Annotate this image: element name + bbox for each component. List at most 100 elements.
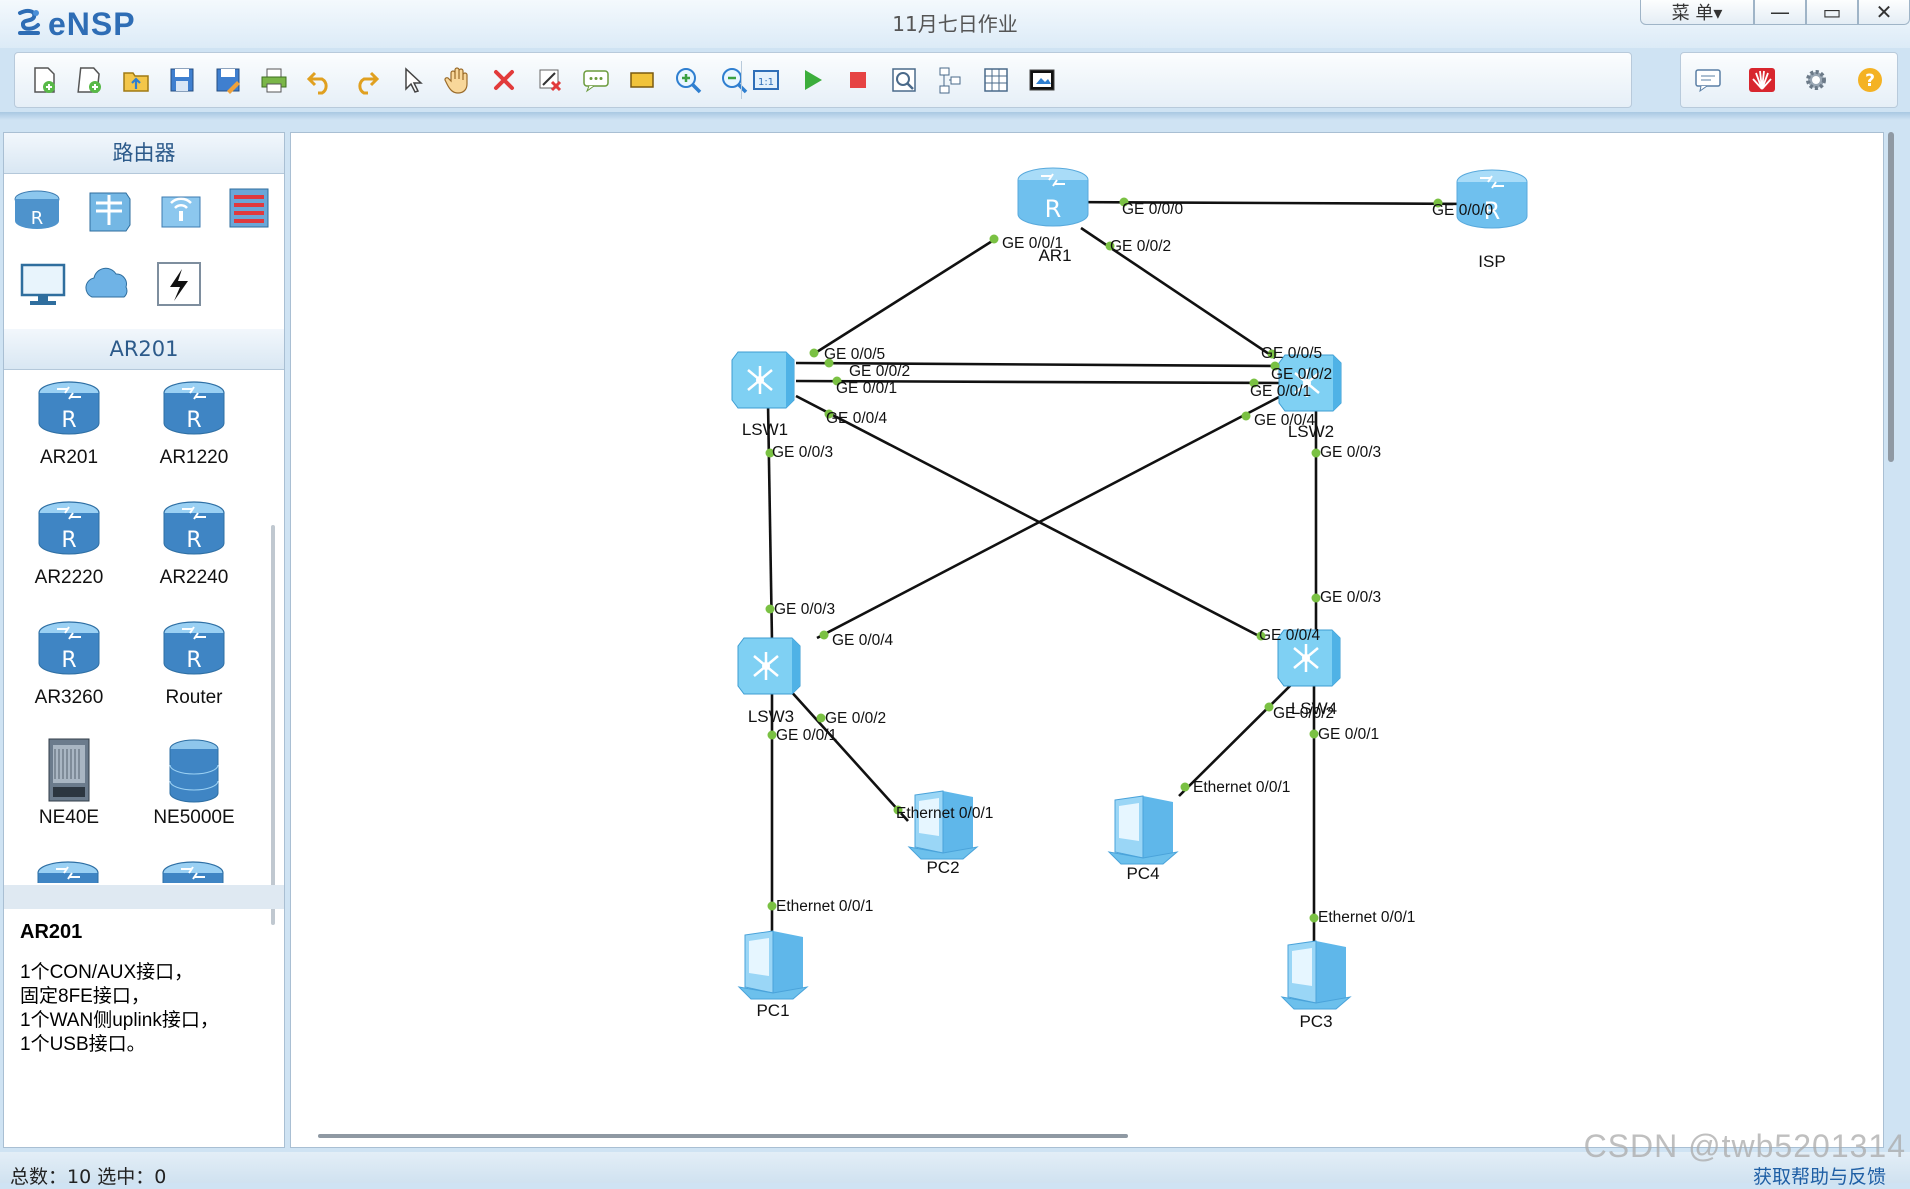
port-indicator: [1249, 378, 1259, 388]
undo-icon[interactable]: [305, 65, 335, 95]
topology-icon[interactable]: [935, 65, 965, 95]
svg-text:R: R: [186, 648, 201, 673]
device-label: AR1220: [159, 447, 229, 468]
node-label-lsw4: LSW4: [1291, 699, 1337, 718]
router-icon: R: [14, 497, 124, 565]
print-icon[interactable]: [259, 65, 289, 95]
panel-scrollbar[interactable]: [271, 525, 275, 925]
save-icon[interactable]: [167, 65, 197, 95]
toolbar-separator: [741, 61, 742, 99]
firewall-category-icon[interactable]: [222, 181, 276, 235]
zoom-out-icon[interactable]: [719, 65, 749, 95]
redo-icon[interactable]: [351, 65, 381, 95]
svg-text:R: R: [1045, 195, 1062, 223]
close-button[interactable]: ✕: [1858, 0, 1910, 25]
new-sample-icon[interactable]: [75, 65, 105, 95]
switch-icon[interactable]: [737, 637, 801, 695]
new-topology-icon[interactable]: [29, 65, 59, 95]
port-indicator: [1105, 241, 1115, 251]
fit-window-icon[interactable]: 1:1: [751, 65, 781, 95]
pc-icon[interactable]: [737, 930, 809, 1000]
router-icon[interactable]: R: [1017, 167, 1089, 227]
cloud-category-icon[interactable]: [80, 257, 134, 311]
link-ar1-lsw1[interactable]: [811, 236, 998, 357]
huawei-icon[interactable]: [1747, 65, 1777, 95]
zoom-in-icon[interactable]: [673, 65, 703, 95]
router-icon[interactable]: R: [157, 857, 229, 883]
port-label: GE 0/0/1: [1318, 726, 1379, 743]
save-as-icon[interactable]: [213, 65, 243, 95]
screenshot-icon[interactable]: [1027, 65, 1057, 95]
port-indicator: [1256, 631, 1266, 641]
switch-icon[interactable]: [1277, 629, 1341, 687]
start-device-icon[interactable]: [797, 65, 827, 95]
switch-icon[interactable]: [1278, 354, 1342, 412]
open-icon[interactable]: [121, 65, 151, 95]
device-ne40e[interactable]: NE40E: [14, 737, 124, 829]
rectangle-icon[interactable]: [627, 65, 657, 95]
description-line: 1个WAN侧uplink接口，: [20, 1010, 219, 1031]
link-lsw1-lsw4[interactable]: [795, 394, 1260, 638]
pc-icon[interactable]: [1107, 795, 1179, 865]
select-icon[interactable]: [397, 65, 427, 95]
minimize-button[interactable]: —: [1754, 0, 1806, 25]
pc-icon[interactable]: [907, 790, 979, 860]
canvas-vertical-scrollbar[interactable]: [1888, 132, 1894, 462]
svg-text:R: R: [1484, 197, 1501, 225]
settings-icon[interactable]: [1801, 65, 1831, 95]
help-feedback-link[interactable]: 获取帮助与反馈: [1752, 1166, 1886, 1188]
link-ar1-isp[interactable]: [1058, 200, 1484, 206]
port-label: GE 0/0/1: [1002, 235, 1063, 252]
device-ne5000e[interactable]: NE5000E: [139, 737, 249, 829]
link-lsw4-pc4[interactable]: [1178, 674, 1302, 797]
port-label: GE 0/0/4: [826, 410, 888, 427]
port-label: GE 0/0/2: [1273, 705, 1334, 722]
node-label-pc4: PC4: [1126, 864, 1159, 883]
pc-category-icon[interactable]: [16, 257, 70, 311]
link-lsw1-lsw2[interactable]: [795, 379, 1280, 385]
port-indicator: [1241, 411, 1251, 421]
pc-icon[interactable]: [1280, 940, 1352, 1010]
port-label: Ethernet 0/0/1: [776, 898, 873, 915]
router-icon: R: [139, 377, 249, 445]
help-icon[interactable]: ?: [1855, 65, 1885, 95]
maximize-button[interactable]: ▭: [1806, 0, 1858, 25]
port-indicator: [767, 901, 777, 911]
delete-icon[interactable]: [489, 65, 519, 95]
link-lsw3-pc2[interactable]: [787, 687, 909, 822]
canvas-horizontal-scrollbar[interactable]: [318, 1134, 1128, 1138]
main-menu-button[interactable]: 菜 单▾: [1640, 0, 1754, 25]
port-indicator: [765, 604, 775, 614]
router-icon[interactable]: R: [32, 857, 104, 883]
grid-icon[interactable]: [981, 65, 1011, 95]
port-indicator: [767, 730, 777, 740]
text-note-icon[interactable]: [581, 65, 611, 95]
router-icon[interactable]: R: [1456, 169, 1528, 229]
switch-icon[interactable]: [731, 351, 795, 409]
message-icon[interactable]: [1693, 65, 1723, 95]
link-lsw1-lsw2[interactable]: [795, 361, 1280, 368]
switch-category-icon[interactable]: [82, 181, 136, 235]
capture-icon[interactable]: [889, 65, 919, 95]
wireless-category-icon[interactable]: [154, 181, 208, 235]
delete-link-icon[interactable]: [535, 65, 565, 95]
link-category-icon[interactable]: [152, 257, 206, 311]
port-label: GE 0/0/1: [836, 380, 897, 397]
link-ar1-lsw2[interactable]: [1080, 226, 1276, 360]
pan-hand-icon[interactable]: [443, 65, 473, 95]
main-toolbar: 1:1: [14, 52, 1632, 108]
selection-count: 总数：10 选中：0: [10, 1166, 167, 1188]
link-lsw2-lsw3[interactable]: [816, 395, 1280, 640]
router-category-icon[interactable]: R: [10, 181, 64, 235]
stop-device-icon[interactable]: [843, 65, 873, 95]
link-lsw1-lsw3[interactable]: [766, 402, 774, 642]
port-label: Ethernet 0/0/1: [896, 805, 993, 822]
